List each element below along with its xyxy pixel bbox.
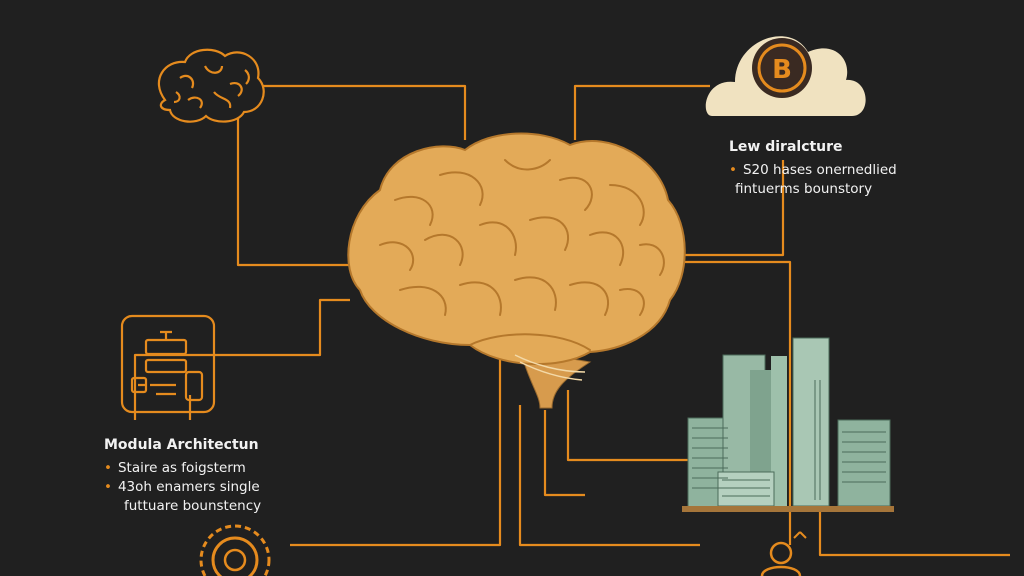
connector-top-left (262, 84, 467, 140)
city-buildings-icon (682, 337, 894, 512)
gear-icon (199, 524, 271, 576)
left-label-block: Modula Architectun •Staire as foigsterm … (104, 437, 261, 516)
connector-right (672, 160, 785, 257)
right-label-block: Lew diralcture • S20 hases onernedlied fi… (729, 139, 897, 199)
left-block-line-text: 43oh enamers single (117, 479, 260, 495)
connector-top-right (573, 84, 710, 140)
connector-bottom-1 (518, 405, 700, 547)
bitcoin-icon (752, 38, 812, 98)
architecture-icon (120, 314, 216, 414)
bullet-marker: • (729, 162, 737, 178)
left-block-line: • Staire as foigsterm (104, 459, 261, 478)
bitcoin-glyph: B (772, 55, 792, 85)
left-block-title: Modula Architectun (104, 437, 259, 453)
left-block-line-text: Staire as foigsterm (117, 460, 246, 476)
left-block-line: • 43oh enamers single (104, 478, 261, 497)
left-block-line: futtuare bounstency (104, 497, 261, 516)
connector-lower-left (133, 298, 350, 420)
right-block-line: fintuerms bounstory (729, 180, 897, 199)
user-icon (760, 531, 807, 576)
bullet-marker: • (104, 479, 112, 495)
brain-icon (347, 132, 686, 409)
cloud-icon: B (705, 36, 866, 116)
right-block-line-text: fintuerms bounstory (735, 181, 873, 197)
right-block-line-text: S20 hases onernedlied (742, 162, 897, 178)
connector-bottom-left (290, 355, 502, 547)
right-block-title: Lew diralcture (729, 139, 843, 155)
bullet-marker: • (104, 460, 112, 476)
connector-right-down (672, 260, 792, 505)
connector-bottom-3 (566, 390, 690, 462)
connector-bottom-2 (543, 410, 585, 497)
brain-outline-icon (157, 48, 265, 123)
right-block-line: • S20 hases onernedlied (729, 161, 897, 180)
connector-bottom-right (818, 505, 1010, 557)
left-block-line-text: futtuare bounstency (124, 498, 262, 514)
connector-left-loop (236, 118, 355, 267)
